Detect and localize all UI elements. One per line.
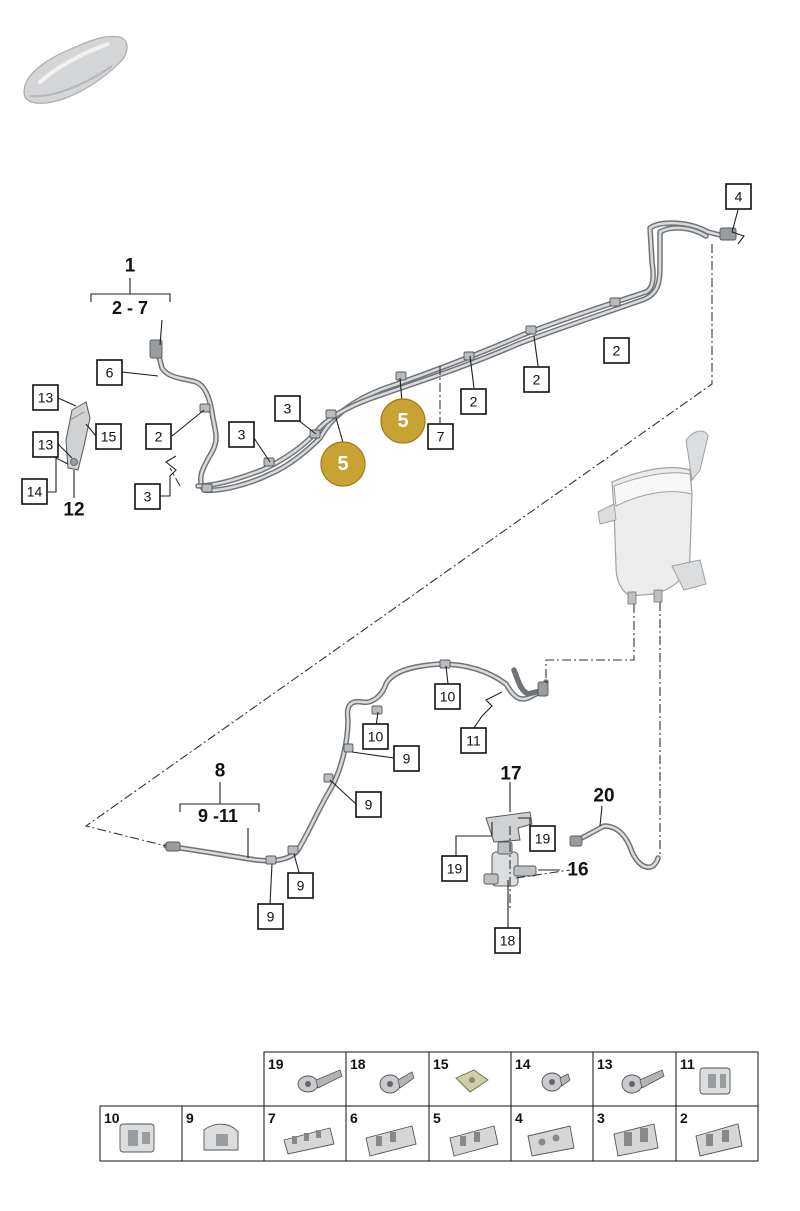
svg-text:10: 10 bbox=[440, 689, 456, 705]
group-1-range: 2 - 7 bbox=[112, 298, 148, 318]
callout-10-b[interactable]: 10 bbox=[362, 723, 389, 750]
clip-10-icon bbox=[119, 1123, 155, 1153]
lower-pipe-assembly bbox=[163, 659, 549, 865]
callout-3-a[interactable]: 3 bbox=[274, 395, 301, 422]
callout-10-a[interactable]: 10 bbox=[434, 683, 461, 710]
svg-text:19: 19 bbox=[535, 831, 551, 847]
svg-text:2: 2 bbox=[533, 372, 541, 388]
table-cell-19: 19 bbox=[268, 1056, 284, 1072]
callout-6[interactable]: 6 bbox=[96, 359, 123, 386]
svg-text:14: 14 bbox=[27, 484, 43, 500]
callout-9-c[interactable]: 9 bbox=[287, 872, 314, 899]
callout-7[interactable]: 7 bbox=[427, 423, 454, 450]
callout-3-c[interactable]: 3 bbox=[134, 483, 161, 510]
bolt-19-icon bbox=[297, 1069, 343, 1093]
callout-11[interactable]: 11 bbox=[460, 727, 487, 754]
part-17-label: 17 bbox=[500, 764, 521, 785]
clip-11-icon bbox=[699, 1067, 731, 1095]
svg-text:2: 2 bbox=[613, 343, 621, 359]
callout-9-a[interactable]: 9 bbox=[393, 745, 420, 772]
expansion-tank bbox=[597, 430, 709, 605]
bracket-part-12 bbox=[65, 401, 91, 471]
svg-text:11: 11 bbox=[466, 733, 481, 749]
valve-part-16 bbox=[483, 811, 537, 887]
svg-text:2: 2 bbox=[155, 429, 163, 445]
bolt-13-icon bbox=[621, 1069, 665, 1094]
badge-5-left[interactable]: 5 bbox=[320, 441, 366, 487]
svg-text:3: 3 bbox=[238, 427, 246, 443]
table-cell-2: 2 bbox=[680, 1110, 688, 1126]
part-20-label: 20 bbox=[593, 786, 614, 807]
part-16-label: 16 bbox=[567, 860, 588, 881]
svg-text:19: 19 bbox=[447, 861, 463, 877]
bolt-14-icon bbox=[541, 1072, 571, 1092]
car-silhouette-icon bbox=[23, 35, 128, 104]
callout-3-b[interactable]: 3 bbox=[228, 421, 255, 448]
callout-2-right[interactable]: 2 bbox=[603, 337, 630, 364]
table-cell-4: 4 bbox=[515, 1110, 523, 1126]
svg-text:18: 18 bbox=[500, 933, 516, 949]
clip-7-icon bbox=[283, 1127, 335, 1155]
svg-text:10: 10 bbox=[368, 729, 384, 745]
clip-9-icon bbox=[203, 1123, 239, 1151]
group-8-range: 9 -11 bbox=[198, 806, 238, 826]
svg-text:5: 5 bbox=[397, 410, 408, 432]
callout-18[interactable]: 18 bbox=[494, 927, 521, 954]
svg-text:9: 9 bbox=[267, 909, 275, 925]
group-8-number: 8 bbox=[215, 761, 226, 782]
nut-15-icon bbox=[455, 1069, 489, 1093]
table-cell-5: 5 bbox=[433, 1110, 441, 1126]
table-cell-18: 18 bbox=[350, 1056, 366, 1072]
svg-text:3: 3 bbox=[284, 401, 292, 417]
callout-19-b[interactable]: 19 bbox=[441, 855, 468, 882]
callout-2-b[interactable]: 2 bbox=[460, 388, 487, 415]
svg-text:15: 15 bbox=[101, 429, 117, 445]
table-cell-6: 6 bbox=[350, 1110, 358, 1126]
svg-text:9: 9 bbox=[403, 751, 411, 767]
hose-part-20 bbox=[569, 823, 661, 870]
table-cell-7: 7 bbox=[268, 1110, 276, 1126]
svg-text:13: 13 bbox=[38, 390, 54, 406]
connection-lines bbox=[84, 244, 713, 908]
svg-text:4: 4 bbox=[735, 189, 743, 205]
svg-text:5: 5 bbox=[337, 453, 348, 475]
clip-4-icon bbox=[527, 1125, 575, 1157]
svg-text:7: 7 bbox=[437, 429, 445, 445]
table-cell-9: 9 bbox=[186, 1110, 194, 1126]
callout-2-c[interactable]: 2 bbox=[145, 423, 172, 450]
callout-14[interactable]: 14 bbox=[21, 478, 48, 505]
badge-5-right[interactable]: 5 bbox=[380, 398, 426, 444]
callout-9-d[interactable]: 9 bbox=[257, 903, 284, 930]
svg-text:6: 6 bbox=[106, 365, 114, 381]
group-1-number: 1 bbox=[125, 256, 136, 277]
part-12-label: 12 bbox=[63, 500, 84, 521]
callout-9-b[interactable]: 9 bbox=[355, 791, 382, 818]
clip-2-icon bbox=[695, 1123, 743, 1157]
callout-19-a[interactable]: 19 bbox=[529, 825, 556, 852]
table-cell-13: 13 bbox=[597, 1056, 613, 1072]
table-cell-14: 14 bbox=[515, 1056, 531, 1072]
callout-13-a[interactable]: 13 bbox=[32, 384, 59, 411]
callout-4[interactable]: 4 bbox=[725, 183, 752, 210]
callout-2-a[interactable]: 2 bbox=[523, 366, 550, 393]
svg-text:2: 2 bbox=[470, 394, 478, 410]
svg-text:9: 9 bbox=[297, 878, 305, 894]
parts-table: 19 18 15 14 13 11 10 9 7 6 5 4 3 2 bbox=[99, 1051, 759, 1162]
bolt-18-icon bbox=[379, 1071, 415, 1094]
clip-6-icon bbox=[365, 1125, 417, 1157]
clip-3-icon bbox=[613, 1123, 659, 1157]
svg-text:3: 3 bbox=[144, 489, 152, 505]
callout-15[interactable]: 15 bbox=[95, 423, 122, 450]
upper-pipe-assembly bbox=[149, 220, 745, 494]
table-cell-11: 11 bbox=[680, 1056, 695, 1072]
table-cell-3: 3 bbox=[597, 1110, 605, 1126]
clip-5-icon bbox=[449, 1125, 499, 1157]
svg-text:9: 9 bbox=[365, 797, 373, 813]
callout-13-b[interactable]: 13 bbox=[32, 431, 59, 458]
leader-lines bbox=[48, 209, 739, 928]
table-cell-10: 10 bbox=[104, 1110, 120, 1126]
table-cell-15: 15 bbox=[433, 1056, 449, 1072]
svg-text:13: 13 bbox=[38, 437, 54, 453]
